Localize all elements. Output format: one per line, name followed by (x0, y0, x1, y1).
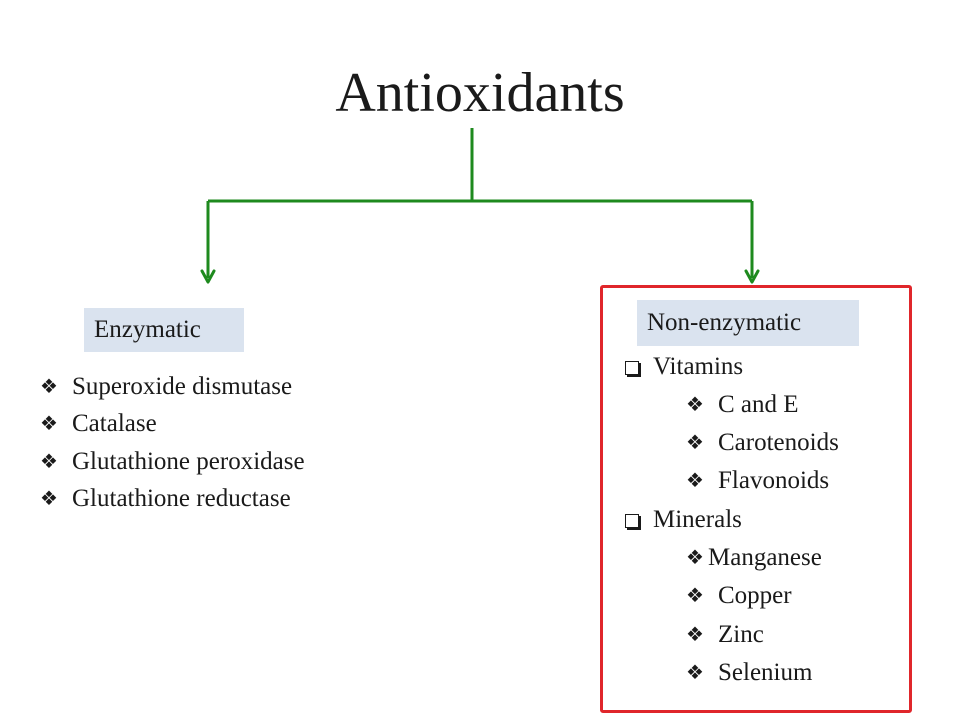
mineral-item: ❖ Selenium (686, 654, 812, 692)
vitamin-item: ❖ Carotenoids (686, 424, 839, 462)
diamond-bullet-icon: ❖ (40, 451, 58, 473)
group-heading-minerals: Minerals (625, 501, 742, 539)
enzymatic-item-text: Glutathione reductase (72, 485, 291, 512)
mineral-item: ❖ Copper (686, 577, 792, 615)
mineral-item-text: Copper (718, 582, 792, 609)
enzymatic-item-text: Superoxide dismutase (72, 373, 293, 400)
diamond-bullet-icon: ❖ (686, 432, 704, 454)
mineral-item-text: Selenium (718, 659, 813, 686)
vitamin-item-text: Carotenoids (718, 429, 839, 456)
enzymatic-list-item: ❖ Superoxide dismutase (40, 368, 292, 406)
enzymatic-list-item: ❖ Glutathione reductase (40, 480, 291, 518)
enzymatic-item-text: Glutathione peroxidase (72, 448, 305, 475)
arrow-head-non-enzymatic (744, 269, 760, 284)
square-bullet-icon (625, 361, 639, 375)
square-bullet-icon (625, 514, 639, 528)
enzymatic-item-text: Catalase (72, 410, 157, 437)
mineral-item-text: Manganese (708, 544, 822, 571)
diamond-bullet-icon: ❖ (686, 624, 704, 646)
diamond-bullet-icon: ❖ (686, 662, 704, 684)
diamond-bullet-icon: ❖ (40, 376, 58, 398)
arrow-head-enzymatic (200, 269, 216, 284)
group-heading-text: Minerals (653, 506, 742, 533)
mineral-item-text: Zinc (718, 621, 764, 648)
enzymatic-list-item: ❖ Catalase (40, 405, 157, 443)
diamond-bullet-icon: ❖ (686, 547, 704, 569)
mineral-item: ❖ Zinc (686, 616, 764, 654)
enzymatic-label: Enzymatic (84, 308, 244, 352)
diamond-bullet-icon: ❖ (40, 413, 58, 435)
vitamin-item-text: Flavonoids (718, 467, 830, 494)
diamond-bullet-icon: ❖ (686, 394, 704, 416)
non-enzymatic-label: Non-enzymatic (637, 300, 859, 346)
group-heading-vitamins: Vitamins (625, 348, 743, 386)
vitamin-item: ❖ Flavonoids (686, 462, 829, 500)
diagram-title: Antioxidants (335, 62, 625, 124)
vitamin-item-text: C and E (718, 391, 799, 418)
mineral-item: ❖Manganese (686, 539, 822, 577)
group-heading-text: Vitamins (653, 353, 744, 380)
non-enzymatic-frame (600, 285, 912, 713)
diamond-bullet-icon: ❖ (686, 585, 704, 607)
vitamin-item: ❖ C and E (686, 386, 799, 424)
enzymatic-list-item: ❖ Glutathione peroxidase (40, 443, 305, 481)
diamond-bullet-icon: ❖ (40, 488, 58, 510)
diamond-bullet-icon: ❖ (686, 470, 704, 492)
